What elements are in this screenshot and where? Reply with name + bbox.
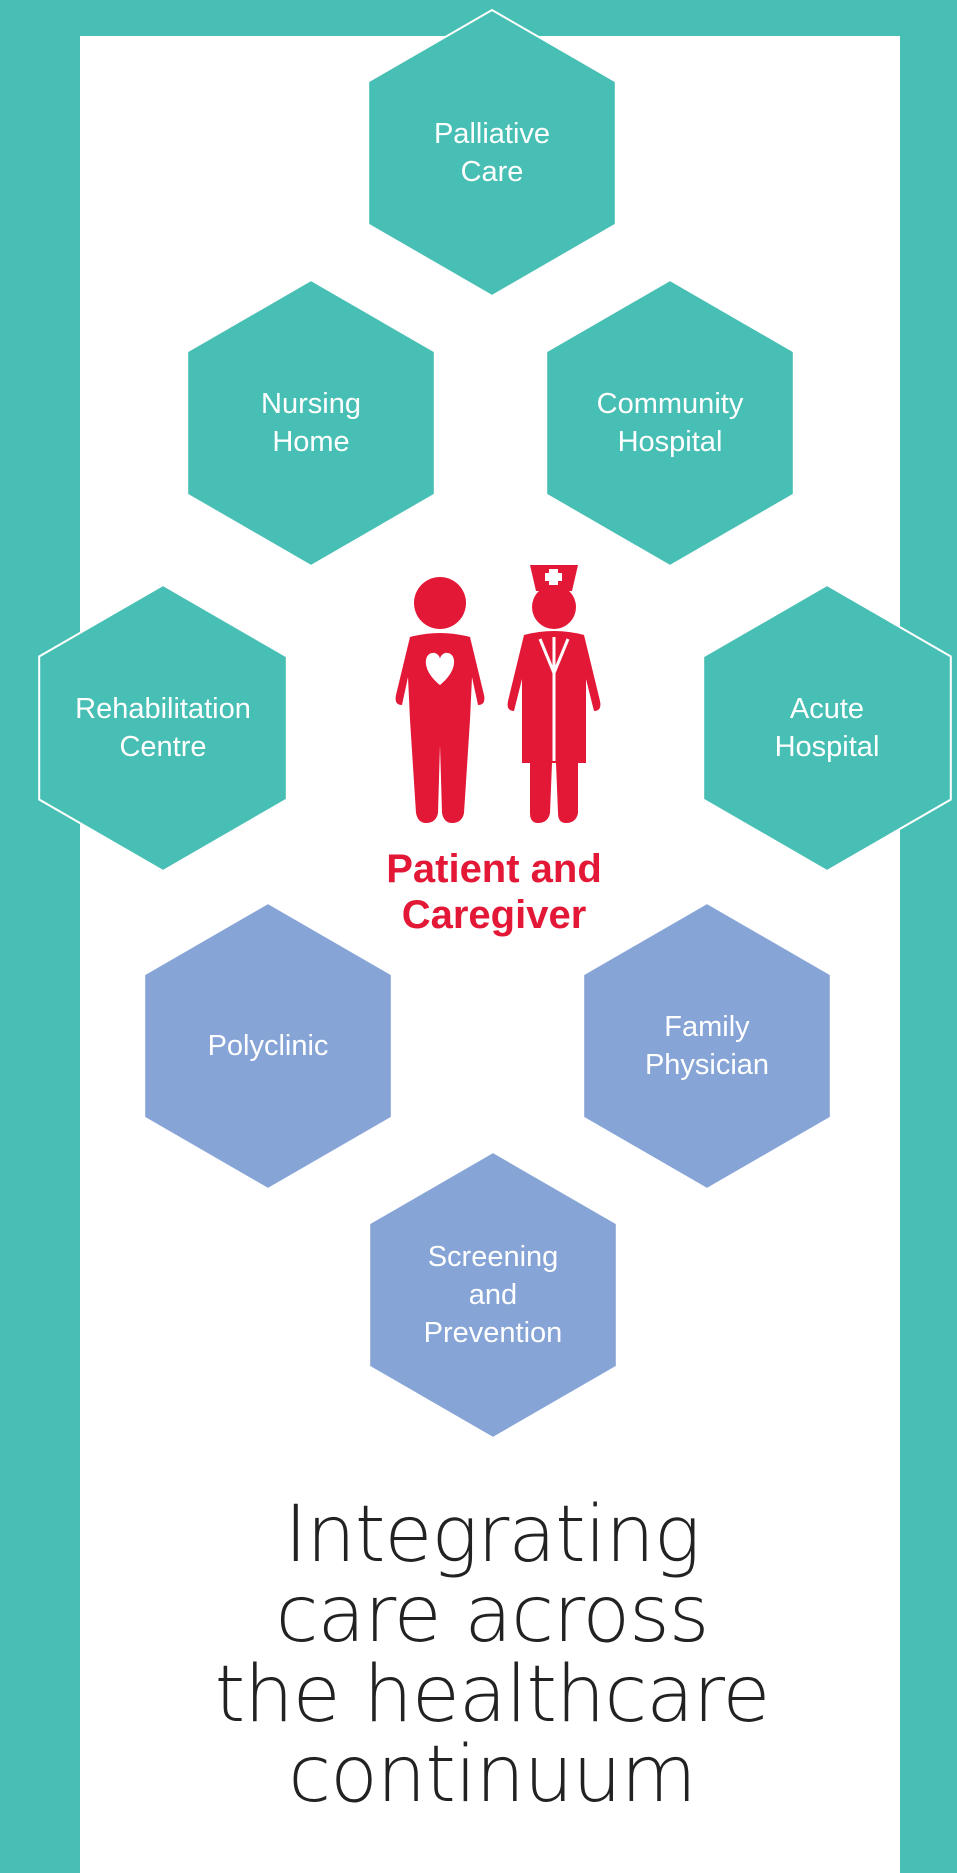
hexagon-label-polyclinic: Polyclinic (207, 1030, 329, 1062)
hexagon-label-acute-hospital: Acute Hospital (774, 693, 880, 763)
hexagon-acute-hospital (702, 583, 952, 873)
hexagon-community-hospital (545, 278, 795, 568)
hexagon-label-nursing-home: Nursing Home (261, 388, 361, 458)
patient-caregiver-label: Patient and Caregiver (386, 847, 602, 937)
hexagon-label-palliative-care: Palliative Care (433, 118, 551, 188)
hexagon-label-rehabilitation-centre: Rehabilitation Centre (75, 693, 251, 763)
hexagon-nursing-home (186, 278, 436, 568)
hexagon-polyclinic (143, 901, 393, 1191)
hexagon-label-screening-and-prevention: Screening and Prevention (423, 1241, 563, 1349)
caregiver-nurse-icon (507, 565, 601, 823)
hexagon-screening-and-prevention (368, 1150, 618, 1440)
patient-icon (395, 577, 485, 823)
heart-icon (425, 652, 455, 685)
hexagon-label-community-hospital: Community Hospital (596, 388, 744, 458)
hexagon-family-physician (582, 901, 832, 1191)
hexagon-palliative-care (367, 8, 617, 298)
patient-caregiver-figures (395, 565, 601, 823)
tagline: Integrating care across the healthcare c… (214, 1490, 771, 1820)
hexagon-rehabilitation-centre (38, 583, 288, 873)
hexagon-label-family-physician: Family Physician (644, 1011, 770, 1081)
